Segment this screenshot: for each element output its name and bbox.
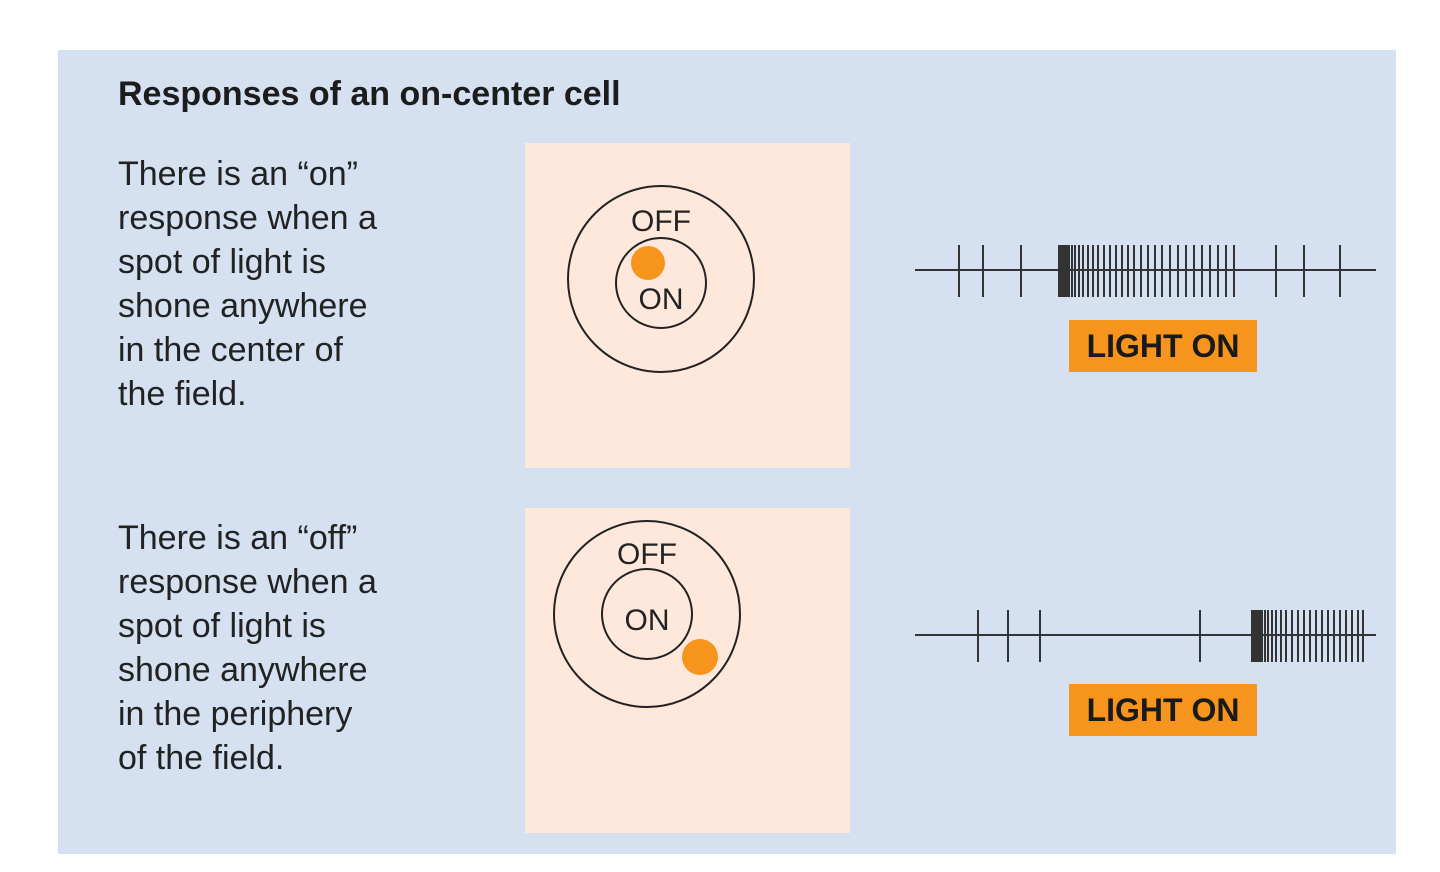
on-response-description: There is an “on” response when a spot of… — [118, 155, 377, 413]
receptive-field-periphery-stimulus: OFF ON — [525, 508, 850, 833]
receptive-field-diagram: OFF ON — [553, 520, 741, 708]
figure-title: Responses of an on-center cell — [118, 75, 621, 113]
center-ring — [615, 237, 707, 329]
spike-train-center — [915, 245, 1376, 297]
spike-train-periphery — [915, 610, 1376, 662]
center-on-label: ON — [639, 283, 684, 316]
center-ring — [601, 568, 693, 660]
surround-off-label: OFF — [631, 205, 691, 238]
receptive-field-diagram: OFF ON — [567, 185, 755, 373]
surround-off-label: OFF — [617, 538, 677, 571]
receptive-field-center-stimulus: OFF ON — [525, 143, 850, 468]
surround-ring — [567, 185, 755, 373]
center-on-label: ON — [625, 604, 670, 637]
light-on-bar: LIGHT ON — [1069, 320, 1257, 372]
light-on-bar: LIGHT ON — [1069, 684, 1257, 736]
light-spot — [631, 246, 665, 280]
surround-ring — [553, 520, 741, 708]
off-response-description: There is an “off” response when a spot o… — [118, 519, 377, 777]
light-spot — [682, 639, 718, 675]
